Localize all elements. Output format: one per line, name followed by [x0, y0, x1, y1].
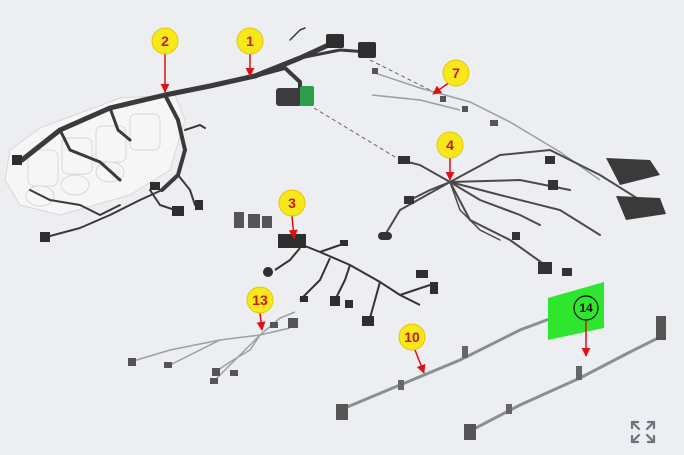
harness-4[interactable]: [384, 148, 641, 266]
callout-7[interactable]: 7: [442, 59, 470, 87]
callout-14-label: 14: [579, 301, 593, 315]
harness-4-connectors: [378, 156, 666, 276]
leader-lines: [313, 59, 431, 161]
callout-3[interactable]: 3: [278, 189, 306, 217]
callout-10[interactable]: 10: [398, 323, 426, 351]
callout-13[interactable]: 13: [246, 286, 274, 314]
harness-3-connectors: [234, 212, 438, 326]
harness-1-engine[interactable]: [19, 27, 370, 237]
callout-14[interactable]: 14: [573, 295, 599, 321]
callout-4-label: 4: [446, 137, 454, 153]
callout-13-label: 13: [252, 292, 268, 308]
harness-1-connectors: [12, 34, 376, 242]
callout-7-label: 7: [452, 65, 460, 81]
engine-block: [4, 94, 186, 216]
callout-2[interactable]: 2: [151, 27, 179, 55]
harness-14[interactable]: [464, 316, 666, 440]
harness-7-connectors: [372, 68, 498, 126]
callout-10-label: 10: [404, 329, 420, 345]
callout-2-label: 2: [161, 33, 169, 49]
fullscreen-expand-icon[interactable]: [628, 418, 658, 446]
harness-13[interactable]: [129, 311, 296, 381]
harness-13-connectors: [128, 318, 298, 384]
harness-3[interactable]: [274, 241, 431, 319]
callout-3-label: 3: [288, 195, 296, 211]
callout-4[interactable]: 4: [436, 131, 464, 159]
callout-arrows: [160, 54, 591, 374]
harness-7[interactable]: [371, 71, 601, 181]
callout-1[interactable]: 1: [236, 27, 264, 55]
callout-1-label: 1: [246, 33, 254, 49]
